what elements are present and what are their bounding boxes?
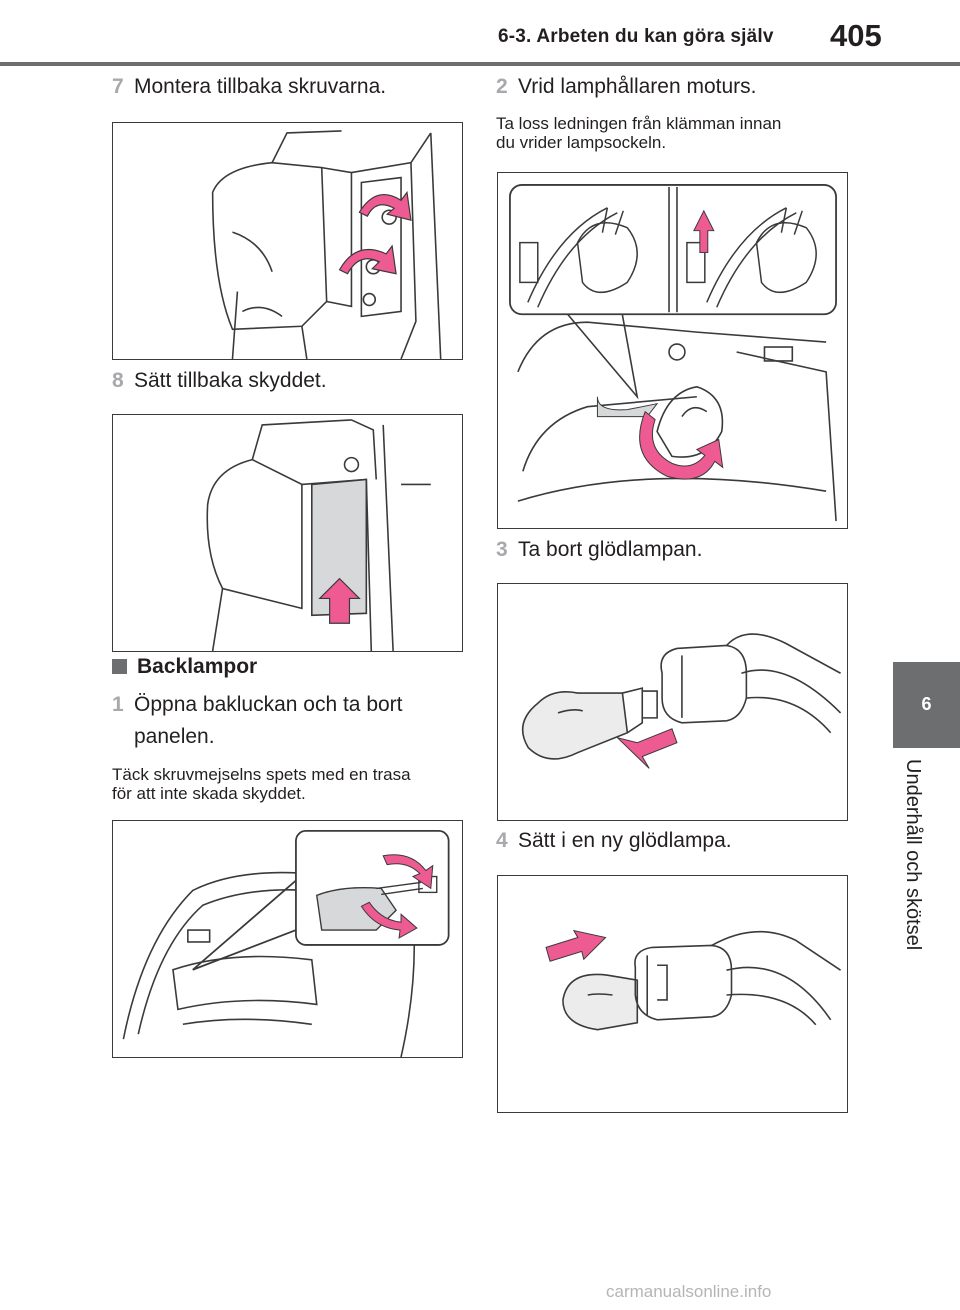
- step-text: Vrid lamphållaren moturs.: [518, 75, 757, 98]
- chapter-title-text: Underhåll och skötsel: [902, 759, 924, 951]
- step-text: Sätt tillbaka skyddet.: [134, 369, 327, 392]
- step-8: 8 Sätt tillbaka skyddet.: [112, 366, 327, 396]
- note-screwdriver: Täck skruvmejselns spets med en trasa fö…: [112, 765, 411, 803]
- page-number: 405: [830, 18, 882, 53]
- section-title: 6-3. Arbeten du kan göra själv: [498, 26, 774, 47]
- step-7: 7 Montera tillbaka skruvarna.: [112, 72, 386, 102]
- insert-bulb-illustration: [545, 929, 842, 1031]
- figure-lamp-holder: [497, 172, 848, 529]
- note-line: för att inte skada skyddet.: [112, 784, 306, 803]
- figure-cover: [112, 414, 463, 652]
- step-4: 4 Sätt i en ny glödlampa.: [496, 826, 732, 856]
- note-clamp: Ta loss ledningen från klämman innan du …: [496, 114, 781, 152]
- watermark: carmanualsonline.info: [606, 1282, 772, 1301]
- step-2: 2 Vrid lamphållaren moturs.: [496, 72, 757, 102]
- screws-illustration: [211, 130, 442, 359]
- step-number: 1: [112, 693, 124, 716]
- figure-insert-bulb: [497, 875, 848, 1113]
- step-number: 3: [496, 538, 508, 561]
- step-text-line2: panelen.: [134, 725, 215, 748]
- note-line: Täck skruvmejselns spets med en trasa: [112, 765, 411, 784]
- chapter-title: Underhåll och skötsel: [898, 759, 926, 979]
- step-number: 4: [496, 829, 508, 852]
- figure-back-door: [112, 820, 463, 1058]
- note-line: du vrider lampsockeln.: [496, 133, 667, 152]
- chapter-tab: [893, 662, 960, 748]
- step-text: Sätt i en ny glödlampa.: [518, 829, 732, 852]
- step-1: 1 Öppna bakluckan och ta bort: [112, 690, 403, 720]
- section-heading-text: Backlampor: [137, 655, 258, 678]
- heading-square-icon: [112, 659, 127, 674]
- step-text: Ta bort glödlampan.: [518, 538, 703, 561]
- step-text-line1: Öppna bakluckan och ta bort: [134, 693, 403, 716]
- cover-illustration: [206, 419, 431, 651]
- step-text: Montera tillbaka skruvarna.: [134, 75, 387, 98]
- header-rule: [0, 62, 960, 66]
- chapter-number: 6: [921, 694, 932, 714]
- figure-screws: [112, 122, 463, 360]
- step-number: 2: [496, 75, 508, 98]
- remove-bulb-illustration: [521, 633, 842, 769]
- step-number: 7: [112, 75, 124, 98]
- lamp-holder-illustration: [509, 184, 837, 522]
- figure-remove-bulb: [497, 583, 848, 821]
- step-3: 3 Ta bort glödlampan.: [496, 535, 702, 565]
- note-line: Ta loss ledningen från klämman innan: [496, 114, 782, 133]
- step-number: 8: [112, 369, 124, 392]
- back-door-illustration: [122, 830, 450, 1057]
- step-1-continued: panelen.: [134, 722, 215, 752]
- section-heading: Backlampor: [112, 655, 257, 679]
